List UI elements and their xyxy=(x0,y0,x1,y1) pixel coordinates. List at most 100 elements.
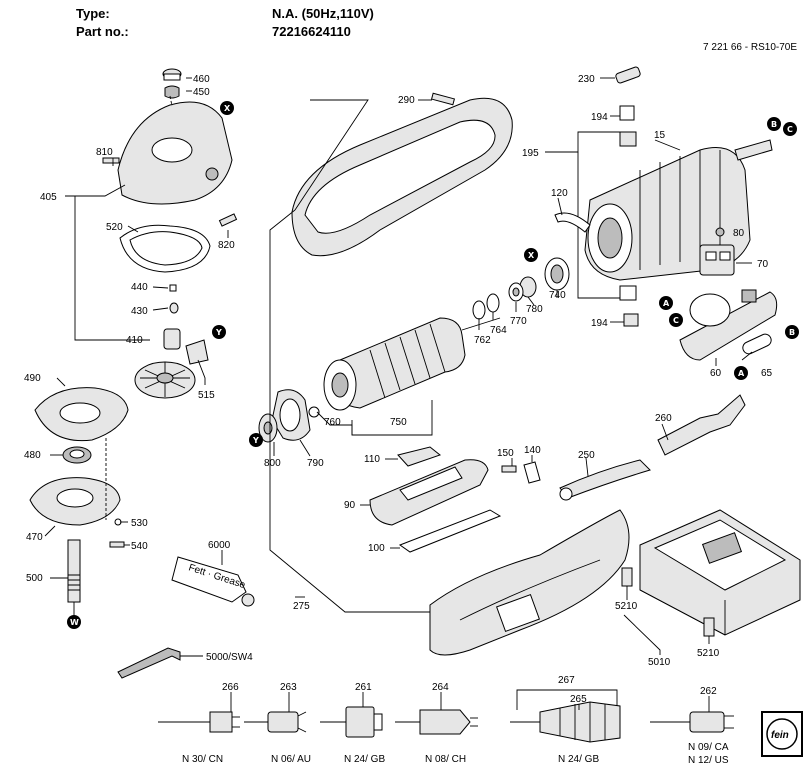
field-assembly-group xyxy=(545,66,778,366)
label-460: 460 xyxy=(193,74,210,85)
label-760: 760 xyxy=(324,417,341,428)
label-6000: 6000 xyxy=(208,540,231,551)
marker-c-top: C xyxy=(783,122,797,136)
label-261: 261 xyxy=(355,682,372,693)
label-410: 410 xyxy=(126,335,143,346)
label-762: 762 xyxy=(474,335,491,346)
label-263: 263 xyxy=(280,682,297,693)
label-264: 264 xyxy=(432,682,449,693)
label-120: 120 xyxy=(551,188,568,199)
label-740: 740 xyxy=(549,290,566,301)
carrying-case-group xyxy=(621,509,801,655)
label-5010: 5010 xyxy=(648,657,671,668)
marker-w: W xyxy=(67,615,81,629)
label-490: 490 xyxy=(24,373,41,384)
label-260: 260 xyxy=(655,413,672,424)
svg-text:fein: fein xyxy=(771,730,789,741)
left-leader-lines xyxy=(44,77,229,616)
svg-text:B: B xyxy=(771,120,777,129)
svg-text:Y: Y xyxy=(252,436,259,445)
label-500: 500 xyxy=(26,573,43,584)
label-405: 405 xyxy=(40,192,57,203)
svg-text:Y: Y xyxy=(215,328,222,337)
label-n09-ca: N 09/ CA xyxy=(688,742,729,753)
spindle xyxy=(67,539,81,603)
svg-text:B: B xyxy=(789,328,795,337)
label-515: 515 xyxy=(198,390,215,401)
marker-x-mid: X xyxy=(524,248,538,262)
switch-cover xyxy=(369,459,489,526)
marker-y-left: Y xyxy=(212,325,226,339)
label-265: 265 xyxy=(570,694,587,705)
label-820: 820 xyxy=(218,240,235,251)
part-no-value: 72216624110 xyxy=(272,24,351,39)
label-764: 764 xyxy=(490,325,507,336)
armature-group xyxy=(258,257,570,457)
label-262: 262 xyxy=(700,686,717,697)
type-value: N.A. (50Hz,110V) xyxy=(272,6,374,21)
part-no-label: Part no.: xyxy=(76,24,129,39)
label-5210-bottom: 5210 xyxy=(697,648,720,659)
svg-text:C: C xyxy=(673,316,679,325)
svg-text:A: A xyxy=(738,369,745,378)
part-labels: 460 450 810 405 520 820 440 430 410 515 … xyxy=(24,74,773,766)
label-480: 480 xyxy=(24,450,41,461)
label-n08-ch: N 08/ CH xyxy=(425,754,466,765)
label-540: 540 xyxy=(131,541,148,552)
cable-guard xyxy=(657,394,746,456)
fein-logo: fein xyxy=(761,711,803,757)
svg-text:C: C xyxy=(787,125,793,134)
marker-c-mid: C xyxy=(669,313,683,327)
marker-b-top: B xyxy=(767,117,781,131)
marker-b-mid: B xyxy=(785,325,799,339)
label-194-top: 194 xyxy=(591,112,608,123)
label-90: 90 xyxy=(344,500,356,511)
label-800: 800 xyxy=(264,458,281,469)
label-n30-cn: N 30/ CN xyxy=(182,754,223,765)
label-65: 65 xyxy=(761,368,773,379)
label-80: 80 xyxy=(733,228,745,239)
label-60: 60 xyxy=(710,368,722,379)
power-cords-group xyxy=(158,689,734,743)
label-440: 440 xyxy=(131,282,148,293)
label-194-bottom: 194 xyxy=(591,318,608,329)
label-520: 520 xyxy=(106,222,123,233)
label-110: 110 xyxy=(364,454,380,465)
label-790: 790 xyxy=(307,458,324,469)
label-70: 70 xyxy=(757,259,769,270)
gear-head-group xyxy=(29,68,238,603)
label-140: 140 xyxy=(524,445,541,456)
label-430: 430 xyxy=(131,306,148,317)
label-100: 100 xyxy=(368,543,385,554)
label-5210-top: 5210 xyxy=(615,601,638,612)
label-275: 275 xyxy=(293,601,310,612)
motor-housing-group xyxy=(291,92,513,257)
type-label: Type: xyxy=(76,6,110,21)
label-267: 267 xyxy=(558,675,575,686)
label-530: 530 xyxy=(131,518,148,529)
label-150: 150 xyxy=(497,448,514,459)
marker-x-top: X xyxy=(220,101,234,115)
label-770: 770 xyxy=(510,316,527,327)
svg-text:W: W xyxy=(70,618,79,627)
label-266: 266 xyxy=(222,682,239,693)
svg-text:X: X xyxy=(528,251,535,260)
label-450: 450 xyxy=(193,87,210,98)
electronics-carrier xyxy=(679,291,778,361)
label-n24-gb-a: N 24/ GB xyxy=(344,754,385,765)
grease-tube xyxy=(171,556,247,603)
main-handle xyxy=(429,509,630,656)
label-n12-us: N 12/ US xyxy=(688,755,729,766)
label-250: 250 xyxy=(578,450,595,461)
label-n06-au: N 06/ AU xyxy=(271,754,311,765)
marker-a-mid: A xyxy=(659,296,673,310)
label-n24-gb-b: N 24/ GB xyxy=(558,754,599,765)
label-5000-sw4: 5000/SW4 xyxy=(206,652,253,663)
label-290: 290 xyxy=(398,95,415,106)
marker-y-mid: Y xyxy=(249,433,263,447)
label-195: 195 xyxy=(522,148,539,159)
label-15: 15 xyxy=(654,130,666,141)
label-230: 230 xyxy=(578,74,595,85)
svg-text:X: X xyxy=(224,104,231,113)
